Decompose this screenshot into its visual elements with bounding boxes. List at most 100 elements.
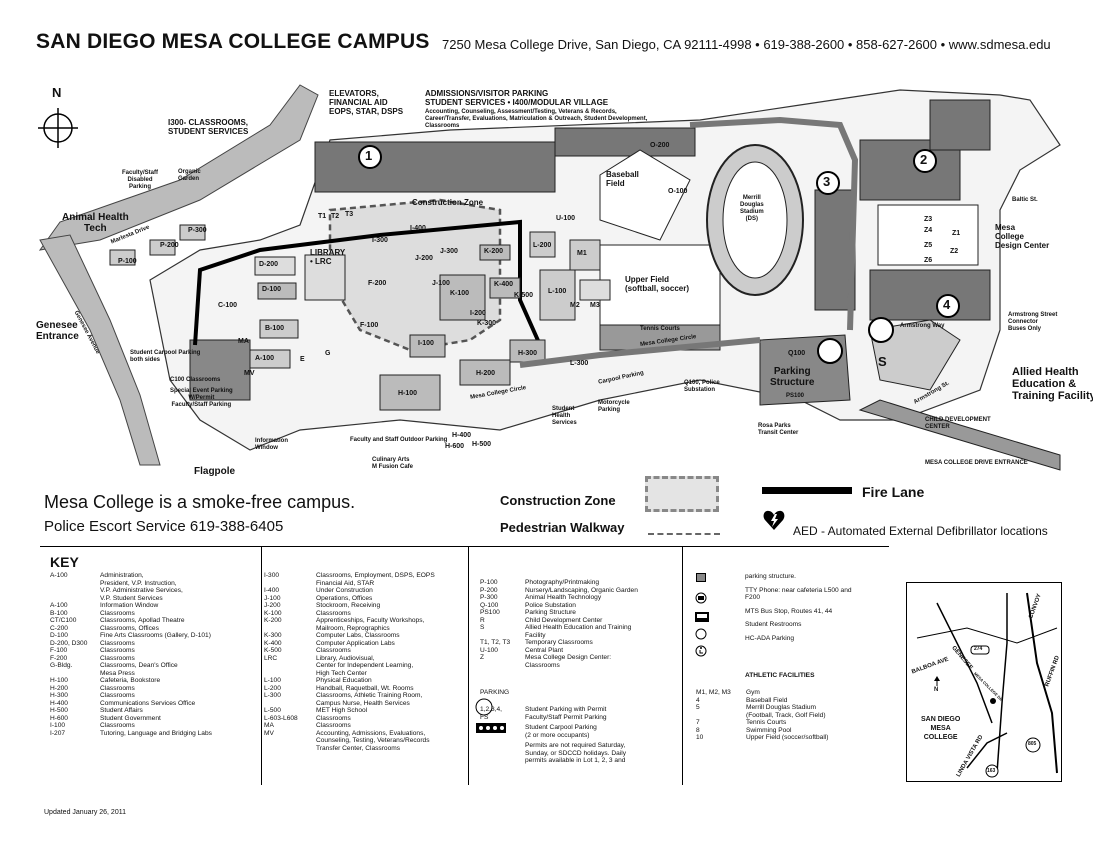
key-code: MA [264,722,274,729]
key-code: Z [480,654,485,661]
key-description: MET High School [316,707,368,714]
building-label: H-100 [398,390,418,397]
key-row: MTS Bus Stop, Routes 41, 44 [745,608,885,616]
building-label: H-400 [452,432,472,439]
genesee-avenue-road [38,84,319,251]
building-label: MV [244,370,255,377]
key-description: Under Construction [316,587,373,594]
key-description: Tennis Courts [746,719,787,726]
key-description: Classrooms [100,722,135,729]
key-code [480,724,525,739]
key-code: G-Bldg. [50,662,73,669]
info-window-label: Information Window [255,438,288,451]
key-description: Classrooms [316,714,351,722]
building-p100 [109,249,136,266]
building-label: S [878,354,887,369]
key-code: U-100 [480,646,498,654]
building-label: B-100 [265,325,285,332]
key-description: Classrooms [100,647,135,654]
building-label: Z6 [924,257,933,264]
baseball-field [599,149,691,241]
key-code: I-300 [264,572,280,579]
parking-lot-north [554,127,696,157]
building-label: MA [238,338,249,345]
key-code: S [480,624,485,631]
key-description: Library, Audiovisual, Center for Indepen… [316,654,414,677]
building-label: D-200 [259,261,279,268]
key-code: LRC [264,654,278,662]
lot-3-marker [816,171,840,195]
key-description: Classrooms, Offices [100,624,159,632]
key-description: Classrooms [100,609,135,617]
key-description: Swimming Pool [746,726,792,734]
key-description: Classrooms [316,722,351,729]
legend-fire-lane: Fire Lane [862,484,925,500]
key-description: Parking Structure [525,609,576,616]
key-description: Classrooms, Apollad Theatre [100,617,185,624]
student-carpool-lots-label: Student Carpool Parking both sides [130,350,201,363]
allied-health-building [869,319,961,391]
key-description: Communications Services Office [100,699,196,707]
compass-n-label: N [52,85,62,100]
culinary-arts-label: Culinary Arts M Fusion Cafe [372,457,414,470]
inset-map-svg [916,592,1058,778]
address-line: 7250 Mesa College Drive, San Diego, CA 9… [442,37,1051,52]
building-label: H-500 [472,441,492,448]
key-description: Classrooms [100,654,135,662]
mesa-college-drive-entrance-label: MESA COLLEGE DRIVE ENTRANCE [925,460,1028,466]
building-label: E [300,356,305,363]
building-p300 [179,224,206,241]
athletic-heading: ATHLETIC FACILITIES [745,672,815,679]
building-label: G [325,350,331,357]
key-row: G-Bldg. Classrooms, Dean's Office Mesa Pr… [50,662,260,677]
key-description: Gym [746,689,760,696]
key-code: H-300 [50,692,68,699]
lot-2-number: 2 [920,152,928,167]
key-code [480,742,525,765]
key-code: L-603-L608 [264,714,298,722]
building-label: P-200 [160,242,179,249]
key-description: Upper Field (soccer/softball) [746,734,829,741]
key-code: L-200 [264,684,281,692]
building-label: I-300 [372,237,388,244]
key-description: Apprenticeships, Faculty Workshops, Mail… [316,617,425,632]
building-library [304,254,346,301]
key-code: 7 [696,719,700,726]
building-label: F-100 [360,322,379,329]
building-k100 [439,274,486,321]
faculty-parking-label: Faculty/Staff Disabled Parking [122,170,159,190]
building-a100 [249,349,291,369]
special-event-label: Special Event Parking W/Permit Faculty/S… [170,388,233,408]
key-row: Permits are not required Saturday, Sunda… [480,742,680,765]
key-description: Operations, Offices [316,594,373,602]
key-description: Administration, President, V.P. Instruct… [100,572,183,602]
building-label: Z1 [952,230,961,237]
key-description: Classrooms, Dean's Office Mesa Press [100,662,178,677]
key-row: LRC Library, Audiovisual, Center for Inde… [264,655,460,678]
i300-label: I300- CLASSROOMS, STUDENT SERVICES [168,118,249,136]
building-label: Q100 [788,350,806,357]
motorcycle-parking-label: Motorcycle Parking [598,400,630,413]
building-label: I-100 [418,340,434,347]
key-code: 1,2,3,4, FS [480,706,502,721]
building-label: P-100 [118,258,137,265]
key-code: D-100 [50,632,68,639]
stadium-field [722,161,788,279]
construction-zone-swatch [645,476,719,512]
key-column-3 [469,547,683,785]
